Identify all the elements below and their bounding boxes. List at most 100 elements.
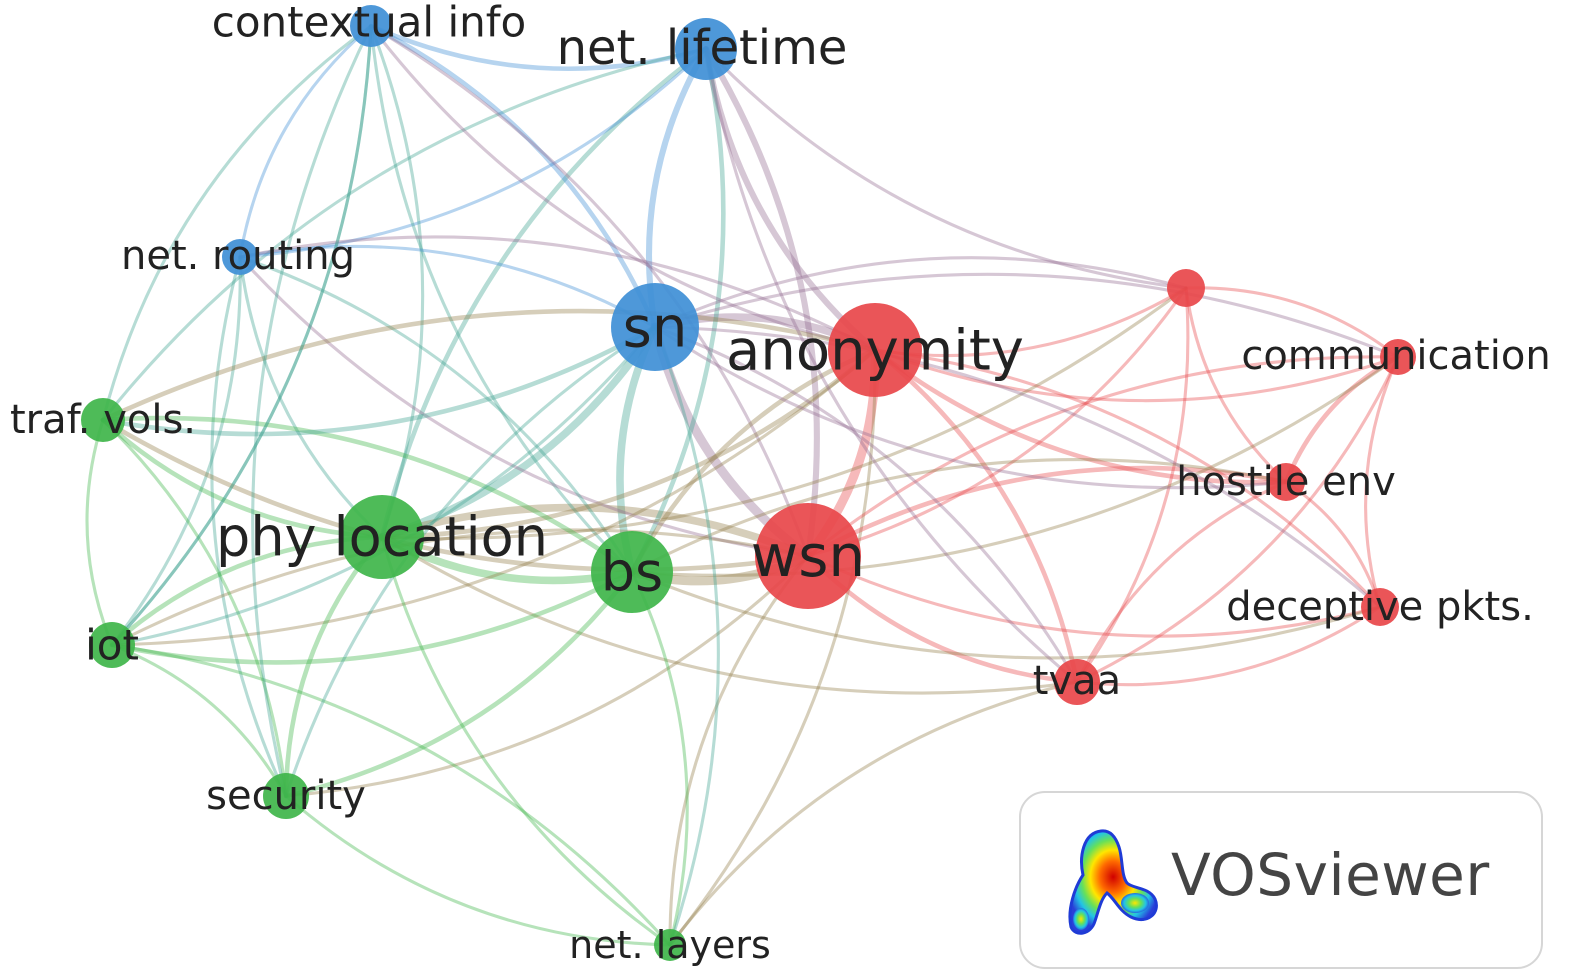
label-net-layers: net. layers	[569, 923, 771, 967]
edge-iot-net_layers	[110, 643, 672, 947]
node-phy-location[interactable]	[340, 495, 424, 579]
edge-net_routing-iot	[110, 255, 242, 647]
node-communication[interactable]	[1380, 339, 1416, 375]
edge-communication-bs	[630, 355, 1400, 577]
label-layer: contextual info net. lifetime net. routing…	[10, 0, 1551, 967]
edge-wsn-hostile_env	[805, 465, 1289, 559]
edge-net_routing-anonymity	[238, 235, 877, 352]
node-iot[interactable]	[89, 622, 135, 668]
edge-net_routing-phy_location	[238, 255, 384, 539]
edge-anonymity-iot	[110, 348, 877, 647]
node-tvaa[interactable]	[1054, 659, 1100, 705]
label-contextual-info: contextual info	[212, 0, 526, 47]
edge-iot-security	[110, 643, 288, 798]
edge-net_layers-bs	[630, 570, 689, 947]
edge-anonymity-phy_location	[379, 347, 878, 540]
label-security: security	[206, 773, 366, 819]
node-hostile-env[interactable]	[1267, 463, 1305, 501]
vosviewer-badge: VOSviewer	[1019, 791, 1543, 969]
edge-net_routing-bs	[238, 255, 634, 574]
node-security[interactable]	[263, 773, 309, 819]
edge-net_lifetime-contextual_info	[368, 23, 709, 72]
edge-communication-tvaa	[1075, 355, 1400, 684]
edge-sn-phy_location	[378, 323, 659, 541]
edge-wsn-unlabeled_red	[806, 286, 1188, 558]
edge-security-bs	[283, 569, 635, 799]
edge-anonymity-communication	[873, 348, 1400, 403]
label-tvaa: tvaa	[1033, 658, 1121, 704]
edge-contextual_info-bs	[369, 24, 634, 574]
edge-wsn-security	[284, 554, 810, 798]
edge-net_layers-sn	[653, 325, 720, 947]
edge-net_lifetime-phy_location	[379, 46, 709, 540]
edge-net_layers-phy_location	[380, 535, 672, 947]
edge-unlabeled_red-tvaa	[1075, 286, 1190, 684]
edge-anonymity-deceptive_pkts	[873, 348, 1382, 609]
edge-wsn-iot	[110, 528, 810, 647]
label-traf-vols: traf. vols.	[10, 397, 196, 443]
edge-unlabeled_red-communication	[1184, 286, 1400, 359]
edge-security-net_layers	[284, 794, 672, 947]
edge-iot-bs	[109, 569, 635, 665]
edge-communication-deceptive_pkts	[1364, 355, 1400, 609]
edge-tvaa-sn	[653, 325, 1079, 684]
edge-traf_vols-bs	[100, 415, 635, 575]
node-bs[interactable]	[591, 531, 673, 613]
vosviewer-logo-icon	[1068, 829, 1158, 935]
node-net-layers[interactable]	[654, 929, 686, 961]
edge-contextual_info-sn	[368, 23, 658, 330]
edge-deceptive_pkts-sn	[653, 325, 1382, 609]
edge-anonymity-tvaa	[872, 347, 1080, 685]
edge-net_routing-security	[210, 255, 288, 798]
edge-net_lifetime-net_routing	[238, 47, 708, 259]
edge-hostile_env-bs	[630, 458, 1288, 574]
label-anonymity: anonymity	[726, 319, 1024, 384]
label-communication: communication	[1241, 333, 1550, 379]
edge-hostile_env-sn	[653, 325, 1288, 490]
edge-contextual_info-phy_location	[369, 24, 425, 539]
node-anonymity[interactable]	[828, 303, 922, 397]
node-traf-vols[interactable]	[81, 398, 125, 442]
label-phy-location: phy location	[216, 506, 548, 569]
edge-net_lifetime-unlabeled_red	[704, 47, 1188, 290]
edge-contextual_info-iot	[110, 24, 373, 647]
node-deceptive-pkts[interactable]	[1361, 588, 1399, 626]
node-net-routing[interactable]	[222, 239, 258, 275]
edge-traf_vols-security	[101, 418, 288, 798]
edge-iot-contextual_info	[110, 24, 373, 647]
edge-unlabeled_red-phy_location	[380, 286, 1188, 540]
label-deceptive-pkts: deceptive pkts.	[1226, 584, 1534, 630]
edge-tvaa-phy_location	[380, 535, 1079, 695]
edge-contextual_info-anonymity	[369, 24, 877, 352]
edge-contextual_info-net_routing	[238, 24, 373, 259]
edge-tvaa-net_layers	[668, 680, 1079, 947]
edge-net_routing-sn	[238, 244, 657, 329]
label-net-routing: net. routing	[121, 233, 355, 279]
edge-deceptive_pkts-bs	[630, 570, 1382, 660]
node-sn[interactable]	[611, 283, 699, 371]
edge-anonymity-hostile_env	[872, 347, 1289, 485]
node-layer	[81, 5, 1416, 961]
node-net-lifetime[interactable]	[675, 18, 737, 80]
edge-unlabeled_red-sn	[653, 256, 1188, 329]
edge-anonymity-traf_vols	[100, 308, 878, 423]
label-iot: iot	[85, 621, 139, 670]
label-net-lifetime: net. lifetime	[557, 20, 848, 76]
node-unlabeled-red[interactable]	[1167, 269, 1205, 307]
edge-net_lifetime-anonymity	[702, 45, 879, 354]
edge-security-sn	[284, 325, 657, 798]
label-hostile-env: hostile env	[1176, 459, 1396, 505]
edge-traf_vols-sn	[100, 324, 658, 437]
label-sn: sn	[623, 296, 688, 361]
edge-net_lifetime-traf_vols	[101, 47, 708, 422]
vosviewer-brand-name: VOSviewer	[1171, 841, 1490, 909]
edge-security-contextual_info	[251, 24, 373, 798]
node-wsn[interactable]	[755, 503, 861, 609]
edge-wsn-traf_vols	[100, 417, 811, 572]
edge-net_lifetime-wsn	[702, 45, 820, 560]
edge-contextual_info-wsn	[369, 24, 810, 558]
edge-hostile_env-tvaa	[1075, 480, 1288, 684]
edge-anonymity-net_layers	[668, 348, 877, 947]
node-contextual-info[interactable]	[350, 5, 392, 47]
